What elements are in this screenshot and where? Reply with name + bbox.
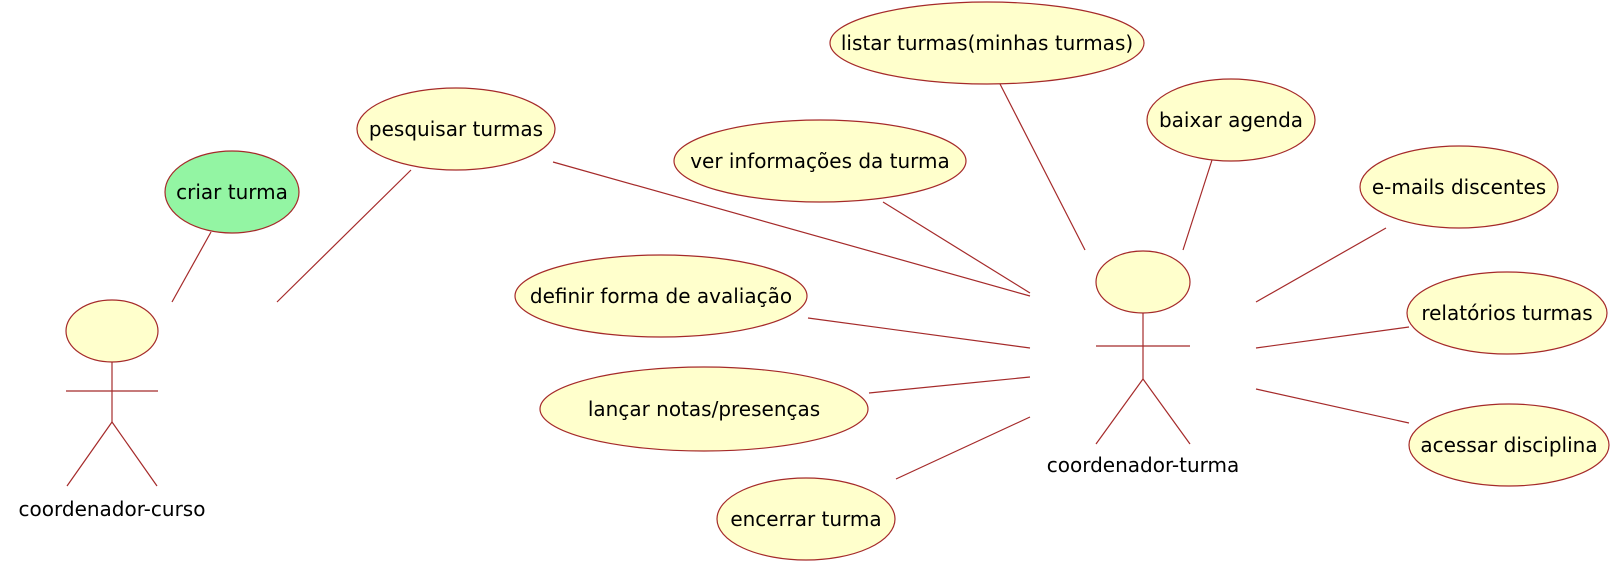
association-turma-encerrar-turma bbox=[895, 416, 1031, 480]
use-case-pesquisar-turmas[interactable]: pesquisar turmas bbox=[356, 87, 556, 171]
use-case-lancar-notas[interactable]: lançar notas/presenças bbox=[539, 366, 869, 452]
actor-label: coordenador-curso bbox=[19, 497, 206, 521]
actor-right-leg bbox=[111, 421, 158, 487]
use-case-label: criar turma bbox=[176, 180, 288, 204]
use-case-acessar-disciplina[interactable]: acessar disciplina bbox=[1408, 403, 1610, 487]
association-curso-pesquisar-turmas bbox=[276, 169, 412, 303]
use-case-label: ver informações da turma bbox=[690, 149, 950, 173]
association-turma-pesquisar-turmas bbox=[552, 161, 1031, 297]
use-case-encerrar-turma[interactable]: encerrar turma bbox=[716, 477, 896, 561]
use-case-criar-turma[interactable]: criar turma bbox=[164, 150, 300, 234]
use-case-label: lançar notas/presenças bbox=[588, 397, 820, 421]
use-case-label: encerrar turma bbox=[730, 507, 881, 531]
association-turma-listar-turmas bbox=[999, 83, 1086, 251]
use-case-label: e-mails discentes bbox=[1372, 175, 1546, 199]
association-curso-criar-turma bbox=[171, 231, 212, 303]
use-case-definir-avaliacao[interactable]: definir forma de avaliação bbox=[514, 254, 808, 338]
actor-left-leg bbox=[1095, 378, 1144, 445]
use-case-label: relatórios turmas bbox=[1421, 301, 1592, 325]
use-case-emails-discentes[interactable]: e-mails discentes bbox=[1359, 145, 1559, 229]
association-turma-definir-avaliacao bbox=[807, 317, 1031, 349]
association-turma-baixar-agenda bbox=[1182, 159, 1213, 251]
association-turma-ver-informacoes bbox=[882, 201, 1031, 294]
use-case-baixar-agenda[interactable]: baixar agenda bbox=[1146, 78, 1316, 162]
use-case-listar-turmas[interactable]: listar turmas(minhas turmas) bbox=[829, 1, 1145, 85]
use-case-ver-informacoes[interactable]: ver informações da turma bbox=[673, 119, 967, 203]
use-case-label: definir forma de avaliação bbox=[530, 284, 792, 308]
actor-head bbox=[1095, 250, 1191, 314]
associations bbox=[171, 83, 1410, 480]
use-case-relatorios-turmas[interactable]: relatórios turmas bbox=[1406, 271, 1608, 355]
actor-coordenador-curso[interactable]: coordenador-curso bbox=[19, 299, 206, 521]
use-case-label: listar turmas(minhas turmas) bbox=[841, 31, 1133, 55]
association-turma-relatorios-turmas bbox=[1255, 326, 1410, 349]
actor-right-leg bbox=[1142, 378, 1191, 445]
use-case-label: pesquisar turmas bbox=[369, 117, 543, 141]
association-turma-emails-discentes bbox=[1255, 227, 1387, 303]
actor-coordenador-turma[interactable]: coordenador-turma bbox=[1047, 250, 1240, 477]
actor-left-leg bbox=[66, 421, 113, 487]
use-case-label: baixar agenda bbox=[1159, 108, 1303, 132]
actor-head bbox=[65, 299, 159, 363]
association-turma-lancar-notas bbox=[868, 376, 1031, 394]
association-turma-acessar-disciplina bbox=[1255, 388, 1410, 424]
actor-label: coordenador-turma bbox=[1047, 453, 1240, 477]
use-case-label: acessar disciplina bbox=[1420, 433, 1597, 457]
